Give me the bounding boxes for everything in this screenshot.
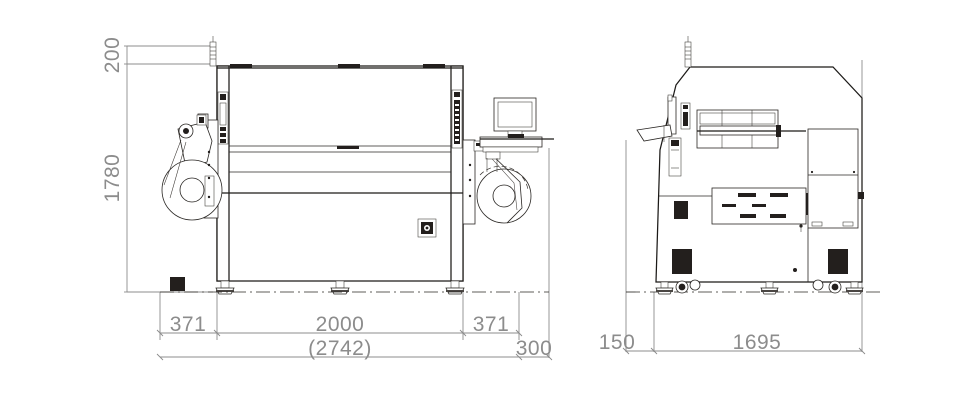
side-control-panel[interactable] <box>680 102 691 130</box>
left-floor-block <box>170 277 185 291</box>
right-control-panel[interactable] <box>451 89 463 149</box>
window-handle <box>337 146 359 149</box>
operator-monitor[interactable] <box>493 97 537 138</box>
front-view-dimension-text: 200 1780 371 2000 371 (2742) 300 <box>101 37 552 360</box>
side-view-dimension-text: 150 1695 <box>599 331 782 354</box>
dim-label-1695: 1695 <box>733 331 782 354</box>
stack-light-tower <box>209 36 217 67</box>
side-monitor-arm <box>636 94 682 177</box>
cassette-module <box>807 128 864 229</box>
side-vent-upper <box>674 201 688 219</box>
top-rail-cap-right <box>423 64 445 68</box>
front-view-dimension-frame <box>124 45 553 361</box>
main-cabinet <box>216 65 464 282</box>
caster-left <box>675 279 701 294</box>
left-control-panel[interactable] <box>217 91 229 145</box>
side-vent-lower-left <box>672 249 692 274</box>
leveling-feet-front <box>215 280 465 295</box>
side-stack-light-tower <box>684 36 692 68</box>
dim-label-300: 300 <box>516 337 553 360</box>
side-vent-lower-right <box>828 249 848 274</box>
side-view-machine <box>636 36 864 295</box>
dim-label-371-right: 371 <box>473 313 510 336</box>
dim-label-150: 150 <box>599 331 636 354</box>
access-door-vent <box>417 218 437 238</box>
dim-label-1780: 1780 <box>101 154 124 203</box>
side-leveling-feet-casters <box>655 279 864 295</box>
dim-label-200: 200 <box>101 37 124 74</box>
left-reel-unit <box>161 113 223 221</box>
side-indicator-dot <box>793 268 797 272</box>
dim-label-2000: 2000 <box>316 313 365 336</box>
dim-label-2742: (2742) <box>308 337 372 360</box>
squeegee-head-assembly <box>696 109 806 149</box>
keyboard-tray <box>479 134 554 172</box>
caster-right <box>812 279 842 294</box>
dim-label-371-left: 371 <box>170 313 207 336</box>
front-view-machine <box>160 36 554 295</box>
top-rail-cap-center <box>338 64 360 68</box>
top-rail-cap-left <box>230 64 252 68</box>
